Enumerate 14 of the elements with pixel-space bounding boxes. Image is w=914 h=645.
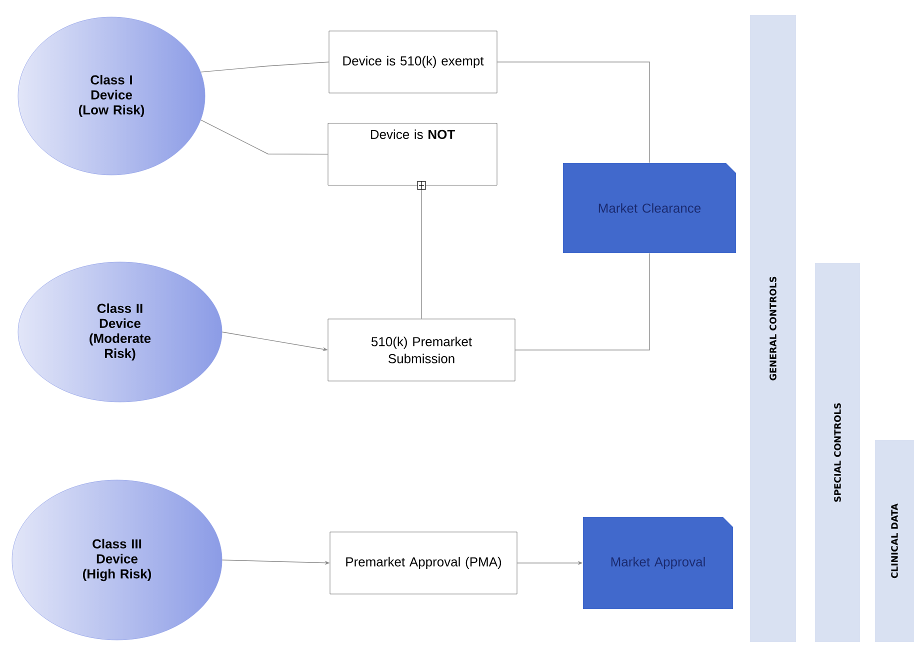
- control-bar: CLINICAL DATA: [875, 440, 914, 642]
- control-bar: GENERAL CONTROLS: [750, 15, 796, 642]
- process-box: Device is 510(k) exempt: [328, 30, 498, 94]
- process-box: 510(k) Premarket Submission: [328, 318, 516, 382]
- connector: [200, 62, 330, 72]
- connector: [200, 120, 328, 155]
- connector: [496, 62, 650, 164]
- process-box: Premarket Approval (PMA): [330, 532, 518, 594]
- process-box: Device is NOT: [328, 123, 498, 186]
- outcome-box: Market Clearance: [563, 163, 736, 253]
- control-bar: SPECIAL CONTROLS: [815, 263, 860, 642]
- outcome-box: Market Approval: [583, 517, 733, 609]
- connector: [417, 181, 426, 320]
- connector: [514, 252, 650, 350]
